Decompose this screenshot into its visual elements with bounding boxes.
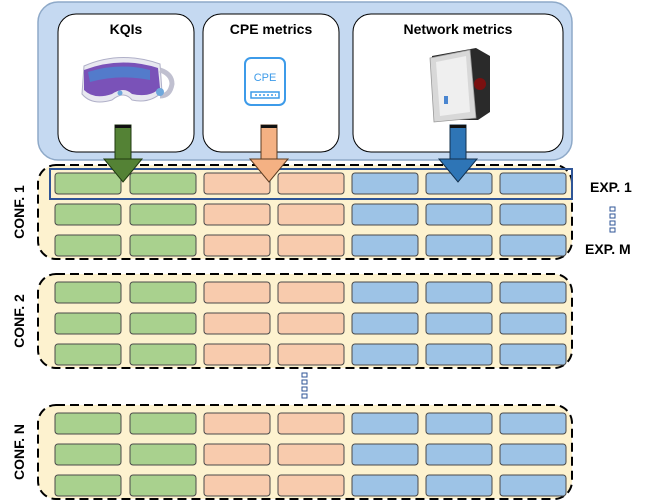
green-data-cell [129, 474, 197, 497]
experiment-row-highlight [49, 168, 573, 200]
green-data-cell [129, 312, 197, 335]
kqis-label: KQIs [110, 21, 143, 37]
blue-data-cell [499, 443, 567, 466]
experiment-first-label: EXP. 1 [590, 179, 632, 195]
orange-data-cell [277, 312, 345, 335]
blue-data-cell [351, 281, 419, 304]
blue-data-cell [425, 281, 493, 304]
orange-data-cell [277, 172, 345, 195]
cpe-metrics-source-box: CPE metrics CPE [202, 13, 340, 153]
network-metrics-arrow [437, 124, 479, 183]
blue-data-cell [499, 234, 567, 257]
orange-data-cell [277, 281, 345, 304]
cpe-metrics-label: CPE metrics [230, 21, 313, 37]
orange-data-cell [277, 234, 345, 257]
blue-data-cell [351, 343, 419, 366]
green-data-cell [54, 343, 122, 366]
orange-data-cell [203, 281, 271, 304]
blue-data-cell [351, 443, 419, 466]
blue-data-cell [499, 343, 567, 366]
vr-headset-icon [81, 56, 175, 103]
blue-data-cell [351, 412, 419, 435]
config-label: CONF. 2 [11, 294, 27, 348]
orange-data-cell [277, 443, 345, 466]
blue-data-cell [425, 203, 493, 226]
blue-data-cell [499, 281, 567, 304]
blue-data-cell [351, 203, 419, 226]
config-group: CONF. N [11, 404, 573, 500]
cpe-router-icon: CPE [244, 57, 286, 106]
green-data-cell [54, 203, 122, 226]
blue-data-cell [351, 312, 419, 335]
experiment-ellipsis [609, 206, 616, 233]
orange-data-cell [203, 203, 271, 226]
blue-data-cell [499, 172, 567, 195]
orange-data-cell [203, 172, 271, 195]
green-data-cell [54, 234, 122, 257]
config-group: CONF. 1 [11, 164, 573, 260]
green-data-cell [129, 281, 197, 304]
blue-data-cell [425, 312, 493, 335]
orange-data-cell [203, 443, 271, 466]
orange-data-cell [203, 312, 271, 335]
kqis-source-box: KQIs [57, 13, 195, 153]
orange-data-cell [203, 474, 271, 497]
green-data-cell [54, 172, 122, 195]
orange-data-cell [277, 203, 345, 226]
orange-data-cell [203, 343, 271, 366]
green-data-cell [129, 443, 197, 466]
config-label: CONF. N [11, 424, 27, 480]
blue-data-cell [351, 234, 419, 257]
orange-data-cell [277, 474, 345, 497]
network-device-icon [429, 48, 490, 123]
green-data-cell [129, 203, 197, 226]
green-data-cell [54, 474, 122, 497]
network-metrics-label: Network metrics [404, 21, 513, 37]
blue-data-cell [499, 474, 567, 497]
kqis-arrow [102, 124, 144, 183]
cpe-icon-text: CPE [254, 72, 277, 84]
orange-data-cell [203, 234, 271, 257]
blue-data-cell [425, 343, 493, 366]
green-data-cell [54, 281, 122, 304]
blue-data-cell [425, 412, 493, 435]
green-data-cell [129, 412, 197, 435]
experiment-last-label: EXP. M [585, 241, 631, 257]
config-group: CONF. 2 [11, 273, 573, 369]
orange-data-cell [277, 343, 345, 366]
cpe-metrics-arrow [248, 124, 290, 183]
green-data-cell [54, 312, 122, 335]
orange-data-cell [203, 412, 271, 435]
blue-data-cell [499, 412, 567, 435]
blue-data-cell [499, 203, 567, 226]
green-data-cell [54, 412, 122, 435]
blue-data-cell [425, 443, 493, 466]
blue-data-cell [425, 234, 493, 257]
orange-data-cell [277, 412, 345, 435]
network-metrics-source-box: Network metrics [352, 13, 564, 153]
config-label: CONF. 1 [11, 185, 27, 239]
blue-data-cell [351, 474, 419, 497]
green-data-cell [129, 172, 197, 195]
blue-data-cell [351, 172, 419, 195]
config-ellipsis [301, 372, 308, 399]
green-data-cell [54, 443, 122, 466]
blue-data-cell [499, 312, 567, 335]
green-data-cell [129, 234, 197, 257]
green-data-cell [129, 343, 197, 366]
blue-data-cell [425, 474, 493, 497]
